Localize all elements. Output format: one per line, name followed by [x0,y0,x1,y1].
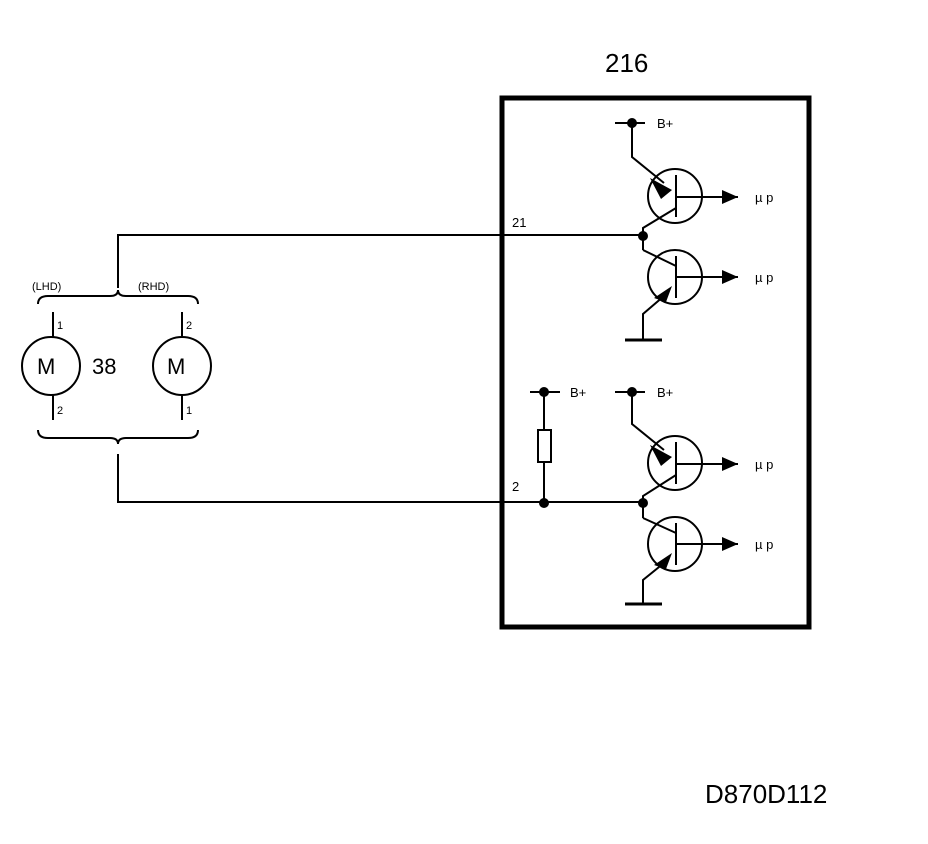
wire-terminal-2 [117,454,643,503]
control-arrow-4 [722,537,738,551]
control-arrow-3 [722,457,738,471]
module-label: 216 [605,48,648,78]
terminal-21-label: 21 [512,215,526,230]
control-arrow-2 [722,270,738,284]
pullup-resistor [537,429,552,463]
emitter-arrow-3 [650,445,672,466]
supply-label-1: B+ [657,116,673,131]
wire-q2-ground [642,295,665,340]
drawing-code: D870D112 [705,779,827,809]
wire-q2-in [642,249,677,267]
motor-brace-bottom [37,429,199,445]
node-terminal-21 [638,231,648,241]
control-label-1: µ p [755,190,773,205]
wire-supply-q1 [631,123,665,184]
emitter-arrow-1 [650,178,672,199]
wire-terminal-21 [117,234,643,288]
control-label-2: µ p [755,270,773,285]
pin-right-top: 2 [186,320,192,332]
control-module-box [499,95,812,630]
supply-label-3: B+ [657,385,673,400]
pin-left-bottom: 2 [57,405,63,417]
control-arrow-1 [722,190,738,204]
control-label-3: µ p [755,457,773,472]
node-terminal-2 [638,498,648,508]
rhd-label: (RHD) [138,281,169,293]
supply-label-2: B+ [570,385,586,400]
pin-right-bottom: 1 [186,405,192,417]
pin-left-top: 1 [57,320,63,332]
emitter-arrow-2 [654,286,672,302]
motor-brace-top [37,289,199,305]
motor-right-symbol: M [167,354,185,379]
motor-label: 38 [92,354,116,379]
motor-left [21,336,81,396]
emitter-arrow-4 [654,553,672,569]
wire-q1-out [642,207,677,250]
control-label-4: µ p [755,537,773,552]
lhd-label: (LHD) [32,281,61,293]
terminal-2-label: 2 [512,479,519,494]
node-resistor [539,498,549,508]
motor-left-symbol: M [37,354,55,379]
